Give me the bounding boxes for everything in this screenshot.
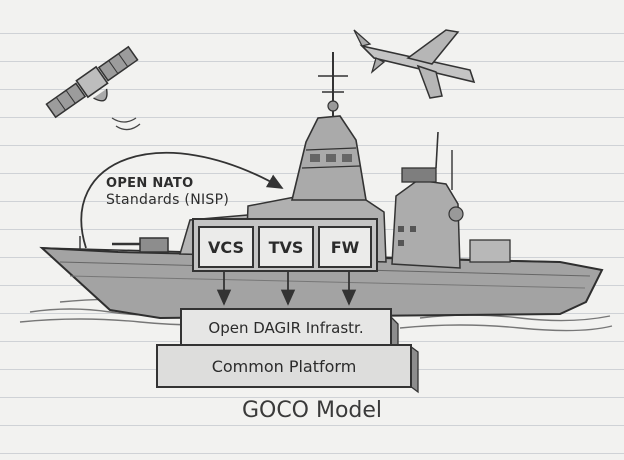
standards-line-2: Standards (NISP) [106, 192, 230, 208]
service-vcs: VCS [198, 226, 254, 268]
platform-label: Common Platform [211, 356, 357, 376]
service-vcs-label: VCS [208, 237, 244, 257]
service-tvs: TVS [258, 226, 314, 268]
diagram-caption: GOCO Model [0, 398, 624, 423]
platform-layer: Common Platform [156, 344, 412, 388]
infrastructure-label: Open DAGIR Infrastr. [208, 319, 364, 337]
service-tvs-label: TVS [268, 237, 304, 257]
service-arrows [216, 270, 357, 306]
drone-icon [353, 29, 476, 99]
caption-text: GOCO Model [241, 398, 383, 423]
service-fw-label: FW [330, 237, 360, 257]
satellite-icon [45, 45, 139, 119]
infrastructure-layer: Open DAGIR Infrastr. [180, 308, 392, 348]
standards-line-1: OPEN NATO [106, 176, 194, 191]
service-fw: FW [318, 226, 372, 268]
service-module-group: VCS TVS FW [192, 218, 378, 272]
standards-annotation: OPEN NATO Standards (NISP) [106, 176, 229, 208]
standards-arrow [80, 152, 284, 249]
